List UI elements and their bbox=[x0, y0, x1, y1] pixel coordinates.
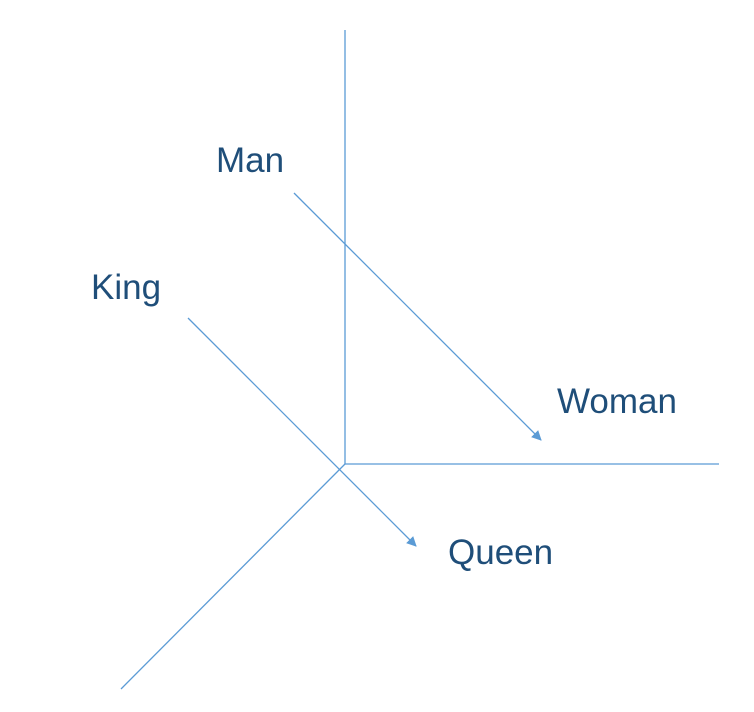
depth-axis bbox=[120, 463, 346, 690]
label-queen: Queen bbox=[448, 533, 553, 572]
label-woman: Woman bbox=[557, 382, 677, 421]
label-man: Man bbox=[216, 141, 284, 180]
man-to-woman-arrow bbox=[293, 192, 542, 441]
label-king: King bbox=[91, 268, 161, 307]
king-to-queen-arrow bbox=[187, 317, 417, 547]
